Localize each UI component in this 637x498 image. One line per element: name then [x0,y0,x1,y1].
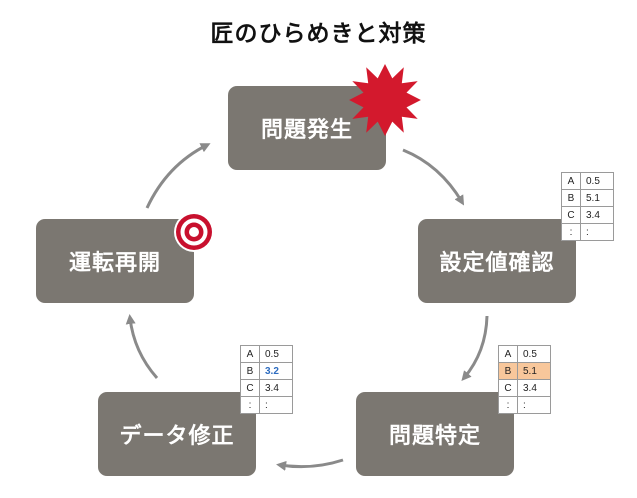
table-cell-value: 3.4 [517,379,551,397]
step-label: 運転再開 [68,251,161,276]
table-cell-key: : [240,396,260,414]
arrow-5-to-1 [145,143,211,209]
arrow-2-to-3 [461,315,489,382]
table-cell-key: C [561,206,581,224]
step-label: 設定値確認 [439,251,555,276]
table-cell-key: : [498,396,518,414]
arrow-3-to-4 [276,458,344,471]
table-cell-key: B [498,362,518,380]
target-icon [174,212,214,252]
burst-icon [349,64,421,136]
step-label: 問題発生 [260,118,353,143]
table-cell-value: : [580,223,614,241]
table-cell-key: C [498,379,518,397]
table-cell-value: : [259,396,293,414]
table-cell-value: 3.4 [259,379,293,397]
table-cell-value: 3.2 [259,362,293,380]
table-cell-key: B [561,189,581,207]
step-check-settings: 設定値確認 [418,219,576,303]
table-cell-value: 5.1 [517,362,551,380]
arrow-4-to-5 [125,314,159,379]
table-row: :: [240,396,293,414]
step-resume-operation: 運転再開 [36,219,194,303]
table-cell-key: C [240,379,260,397]
table-cell-value: : [517,396,551,414]
table-cell-key: A [561,172,581,190]
diagram-title: 匠のひらめきと対策 [210,21,427,47]
table-cell-key: : [561,223,581,241]
table-cell-value: 0.5 [259,345,293,363]
table-row: :: [498,396,551,414]
table-cell-key: A [498,345,518,363]
table-cell-value: 0.5 [517,345,551,363]
table-row: :: [561,223,614,241]
step-label: 問題特定 [388,424,481,449]
table-cell-key: A [240,345,260,363]
table-cell-value: 5.1 [580,189,614,207]
step-fix-data: データ修正 [98,392,256,476]
step-label: データ修正 [119,424,235,449]
arrow-1-to-2 [402,148,465,206]
table-cell-key: B [240,362,260,380]
table-cell-value: 3.4 [580,206,614,224]
table-cell-value: 0.5 [580,172,614,190]
step-identify-problem: 問題特定 [356,392,514,476]
